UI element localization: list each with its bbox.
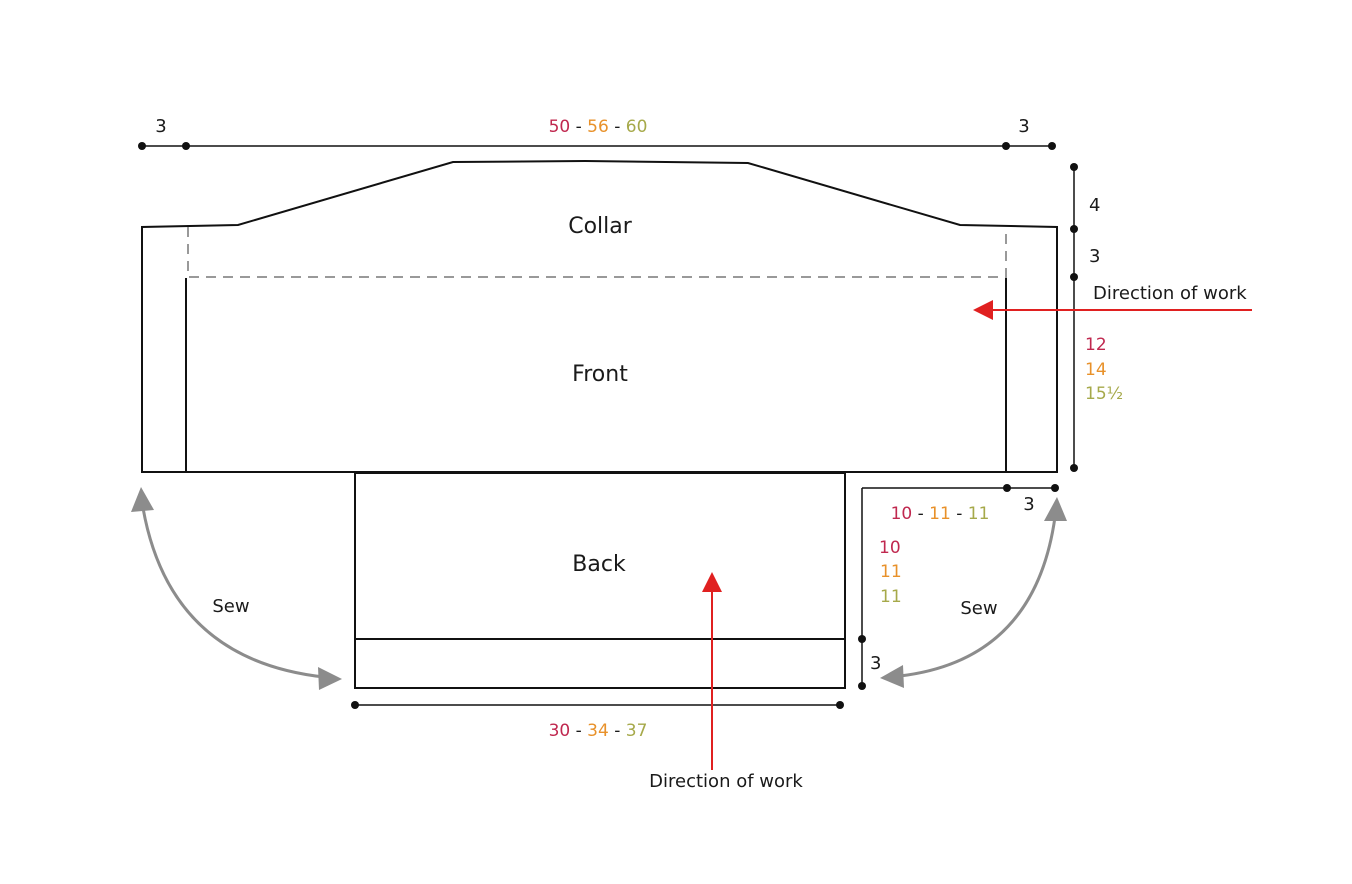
- top-width-sep1: -: [570, 117, 587, 137]
- back-width-s1: 30: [549, 721, 571, 741]
- back-width-dimension: [351, 701, 844, 709]
- sew-left-arc: [141, 507, 325, 679]
- back-height-s3-label: 11: [880, 587, 902, 607]
- back-outline: [354, 472, 846, 689]
- right-width-sep1: -: [912, 504, 929, 524]
- right-width-s2: 11: [929, 504, 951, 524]
- right-width-sep2: -: [951, 504, 968, 524]
- back-width-label: 30 - 34 - 37: [549, 721, 648, 741]
- direction-bottom-label: Direction of work: [649, 771, 803, 792]
- front-height-s3-label: 15½: [1085, 384, 1123, 404]
- sew-right-label: Sew: [960, 598, 997, 619]
- right-piece-width-label: 10 - 11 - 11: [891, 504, 990, 524]
- back-width-sep2: -: [609, 721, 626, 741]
- right-height-dimension: [1070, 163, 1078, 472]
- collar-height-lower-label: 3: [1089, 246, 1100, 267]
- top-width-sep2: -: [609, 117, 626, 137]
- back-width-s3: 37: [626, 721, 648, 741]
- right-width-s3: 11: [968, 504, 990, 524]
- front-label: Front: [572, 362, 628, 387]
- front-collar-outline: [141, 159, 1058, 473]
- sew-left-head-bottom: [318, 667, 342, 690]
- collar-fold-line: [187, 227, 1007, 278]
- sew-left-label: Sew: [212, 596, 249, 617]
- top-width-dimension: [138, 142, 1056, 150]
- front-height-s1-label: 12: [1085, 335, 1107, 355]
- back-height-s2-label: 11: [880, 562, 902, 582]
- right-piece-edge-label: 3: [1023, 494, 1034, 515]
- top-left-edge-label: 3: [155, 116, 166, 137]
- top-width-label: 50 - 56 - 60: [549, 117, 648, 137]
- collar-label: Collar: [568, 214, 633, 239]
- sew-right-arc: [899, 516, 1057, 678]
- sew-left-head-top: [131, 487, 154, 512]
- sew-right-head-bottom: [880, 665, 904, 688]
- back-band-label: 3: [870, 653, 881, 674]
- back-width-s2: 34: [587, 721, 609, 741]
- top-width-s3: 60: [626, 117, 648, 137]
- back-label: Back: [572, 552, 626, 577]
- back-height-s1-label: 10: [879, 538, 901, 558]
- front-height-s2-label: 14: [1085, 360, 1107, 380]
- sew-right-head-top: [1044, 497, 1067, 521]
- top-width-s1: 50: [549, 117, 571, 137]
- right-piece-width-dimension: [862, 484, 1059, 492]
- back-width-sep1: -: [570, 721, 587, 741]
- direction-right-arrow-head: [973, 300, 993, 320]
- top-width-s2: 56: [587, 117, 609, 137]
- top-right-edge-label: 3: [1018, 116, 1029, 137]
- direction-right-label: Direction of work: [1093, 283, 1247, 304]
- direction-bottom-arrow-head: [702, 572, 722, 592]
- collar-height-upper-label: 4: [1089, 195, 1100, 216]
- right-width-s1: 10: [891, 504, 913, 524]
- back-height-dimension: [858, 488, 866, 690]
